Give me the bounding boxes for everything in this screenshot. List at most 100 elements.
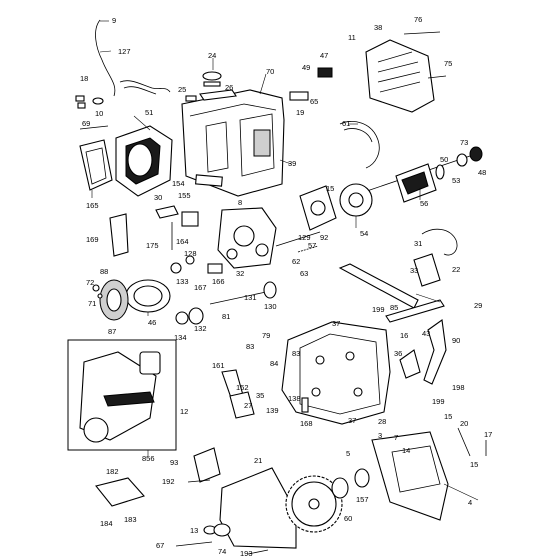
part-label-8: 8 xyxy=(238,198,242,207)
part-label-5: 5 xyxy=(346,449,350,458)
part-label-90: 90 xyxy=(452,336,460,345)
part-label-32: 32 xyxy=(236,269,244,278)
part-label-183: 183 xyxy=(124,515,137,524)
washer-134 xyxy=(175,311,189,325)
lever-90 xyxy=(423,319,447,385)
part-label-26: 26 xyxy=(225,83,233,92)
part-label-164: 164 xyxy=(176,237,189,246)
part-label-127: 127 xyxy=(118,47,131,56)
part-label-9: 9 xyxy=(112,16,116,25)
part-label-51: 51 xyxy=(145,108,153,117)
part-label-72: 72 xyxy=(86,278,94,287)
part-label-14: 14 xyxy=(402,446,410,455)
part-label-7: 7 xyxy=(394,433,398,442)
part-label-92: 92 xyxy=(320,233,328,242)
part-label-175: 175 xyxy=(146,241,159,250)
part-label-27: 27 xyxy=(244,401,252,410)
part-label-70: 70 xyxy=(266,67,274,76)
gear-132 xyxy=(188,307,204,325)
part-label-169: 169 xyxy=(86,235,99,244)
part-label-198: 198 xyxy=(452,383,465,392)
part-label-856: 856 xyxy=(142,454,155,463)
part-label-67: 67 xyxy=(156,541,164,550)
part-label-39: 39 xyxy=(288,159,296,168)
part-label-71: 71 xyxy=(88,299,96,308)
part-label-83a: 83 xyxy=(246,342,254,351)
part-27 xyxy=(229,391,255,419)
part-label-35: 35 xyxy=(256,391,264,400)
spring-62 xyxy=(297,245,319,253)
fan xyxy=(339,183,373,217)
part-label-85: 85 xyxy=(390,303,398,312)
part-label-76: 76 xyxy=(414,15,422,24)
part-label-20: 20 xyxy=(460,419,468,428)
brush-lead-61 xyxy=(339,121,380,169)
ring-128 xyxy=(170,262,182,274)
part-label-155: 155 xyxy=(178,191,191,200)
power-cable xyxy=(95,19,171,97)
screw-set-18-10 xyxy=(75,95,109,130)
part-label-36: 36 xyxy=(394,349,402,358)
part-label-65: 65 xyxy=(310,97,318,106)
part-label-129: 129 xyxy=(298,233,311,242)
part-label-157: 157 xyxy=(356,495,369,504)
bearing-plate xyxy=(299,185,337,231)
part-label-130: 130 xyxy=(264,302,277,311)
part-label-53: 53 xyxy=(452,176,460,185)
part-label-81: 81 xyxy=(222,312,230,321)
part-label-182: 182 xyxy=(106,467,119,476)
pin-20 xyxy=(457,427,471,457)
bar-29 xyxy=(338,263,445,323)
part-label-75: 75 xyxy=(444,59,452,68)
part-label-184: 184 xyxy=(100,519,113,528)
part-label-46: 46 xyxy=(148,318,156,327)
part-30 xyxy=(155,205,179,219)
gear-case xyxy=(217,207,277,269)
bracket-169 xyxy=(109,213,129,257)
part-label-22: 22 xyxy=(452,265,460,274)
part-label-48: 48 xyxy=(478,168,486,177)
part-label-60: 60 xyxy=(344,514,352,523)
part-label-193: 193 xyxy=(240,549,253,558)
part-label-134: 134 xyxy=(174,333,187,342)
part-label-3: 3 xyxy=(378,431,382,440)
part-label-13: 13 xyxy=(190,526,198,535)
part-label-88: 88 xyxy=(100,267,108,276)
part-label-10: 10 xyxy=(95,109,103,118)
part-label-131: 131 xyxy=(244,293,257,302)
lever-22 xyxy=(413,253,441,287)
part-label-84: 84 xyxy=(270,359,278,368)
part-label-17: 17 xyxy=(484,430,492,439)
part-label-74: 74 xyxy=(218,547,226,556)
detail-inset xyxy=(67,339,177,451)
part-label-162: 162 xyxy=(236,383,249,392)
bracket-65 xyxy=(289,91,309,101)
part-label-19: 19 xyxy=(296,108,304,117)
spring-31 xyxy=(421,228,458,256)
leader-lines xyxy=(91,20,479,501)
part-label-28: 28 xyxy=(378,417,386,426)
shaft-131 xyxy=(209,291,267,305)
part-label-199a: 199 xyxy=(372,305,385,314)
part-155 xyxy=(181,211,199,227)
flange-60 xyxy=(331,477,349,499)
part-label-166: 166 xyxy=(212,277,225,286)
part-label-12: 12 xyxy=(180,407,188,416)
screw-67 xyxy=(175,541,213,547)
switch-parts xyxy=(185,71,237,102)
part-label-38: 38 xyxy=(374,23,382,32)
part-label-4: 4 xyxy=(468,498,472,507)
brush-plate-gasket xyxy=(79,139,113,191)
part-label-87: 87 xyxy=(108,327,116,336)
part-label-83b: 83 xyxy=(292,349,300,358)
part-label-192: 192 xyxy=(162,477,175,486)
screw-76 xyxy=(403,31,441,35)
part-label-33: 33 xyxy=(410,266,418,275)
belt-and-pulleys xyxy=(92,279,171,321)
part-label-128: 128 xyxy=(184,249,197,258)
part-166 xyxy=(207,263,223,274)
part-label-154: 154 xyxy=(172,179,185,188)
cover-182 xyxy=(95,477,145,507)
